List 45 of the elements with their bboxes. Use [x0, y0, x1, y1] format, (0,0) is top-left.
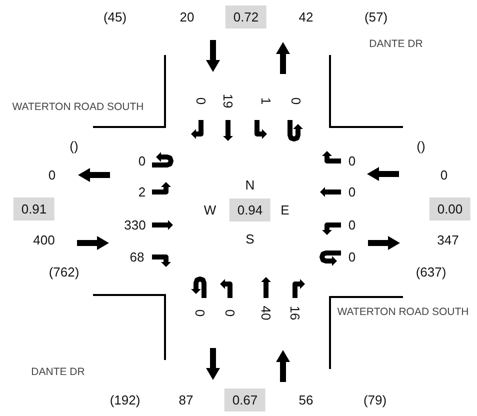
volume-label: 0 — [224, 309, 236, 317]
volume-label: 0 — [194, 97, 208, 105]
volume-label: 0 — [138, 154, 146, 168]
volume-label: (79) — [363, 394, 387, 406]
volume-label: (57) — [364, 10, 388, 24]
volume-label: 0 — [348, 154, 356, 168]
road-name: WATERTON ROAD SOUTH — [12, 102, 144, 112]
volume-label: (192) — [110, 394, 140, 406]
volume-label: 20 — [180, 10, 194, 24]
volume-label: 347 — [437, 234, 459, 246]
peak-hour-factor: 0.72 — [225, 6, 267, 28]
volume-label: 2 — [138, 186, 146, 198]
volume-label: (762) — [48, 266, 80, 278]
road-name: DANTE DR — [369, 38, 423, 50]
volume-label: (637) — [416, 266, 446, 278]
volume-label: 87 — [178, 394, 194, 406]
volume-label: 0 — [48, 168, 56, 182]
volume-label: (45) — [103, 10, 127, 24]
peak-hour-factor: 0.67 — [224, 388, 266, 412]
peak-hour-factor: 0.91 — [13, 198, 55, 220]
road-name: WATERTON ROAD SOUTH — [337, 306, 469, 318]
volume-label: 40 — [260, 306, 272, 320]
volume-label: 56 — [298, 394, 314, 406]
volume-label: 19 — [222, 94, 234, 108]
volume-label: 0 — [440, 168, 448, 182]
volume-label: 0 — [348, 186, 356, 198]
compass-letter: W — [204, 204, 216, 216]
compass-letter: N — [245, 178, 255, 192]
peak-hour-factor: 0.94 — [229, 198, 271, 222]
compass-letter: E — [280, 204, 290, 216]
volume-label: 330 — [124, 218, 146, 232]
compass-letter: S — [246, 232, 254, 246]
volume-label: () — [70, 140, 78, 152]
volume-label: 1 — [260, 97, 272, 105]
volume-label: 68 — [130, 250, 144, 264]
volume-label: 0 — [348, 250, 356, 264]
volume-label: 400 — [33, 234, 55, 246]
road-name: DANTE DR — [31, 366, 85, 378]
volume-label: 0 — [194, 309, 206, 317]
volume-label: 0 — [348, 218, 356, 232]
volume-label: 42 — [298, 10, 314, 24]
volume-label: 0 — [290, 97, 302, 105]
volume-label: () — [416, 140, 426, 152]
volume-label: 16 — [288, 306, 302, 320]
peak-hour-factor: 0.00 — [429, 198, 471, 220]
